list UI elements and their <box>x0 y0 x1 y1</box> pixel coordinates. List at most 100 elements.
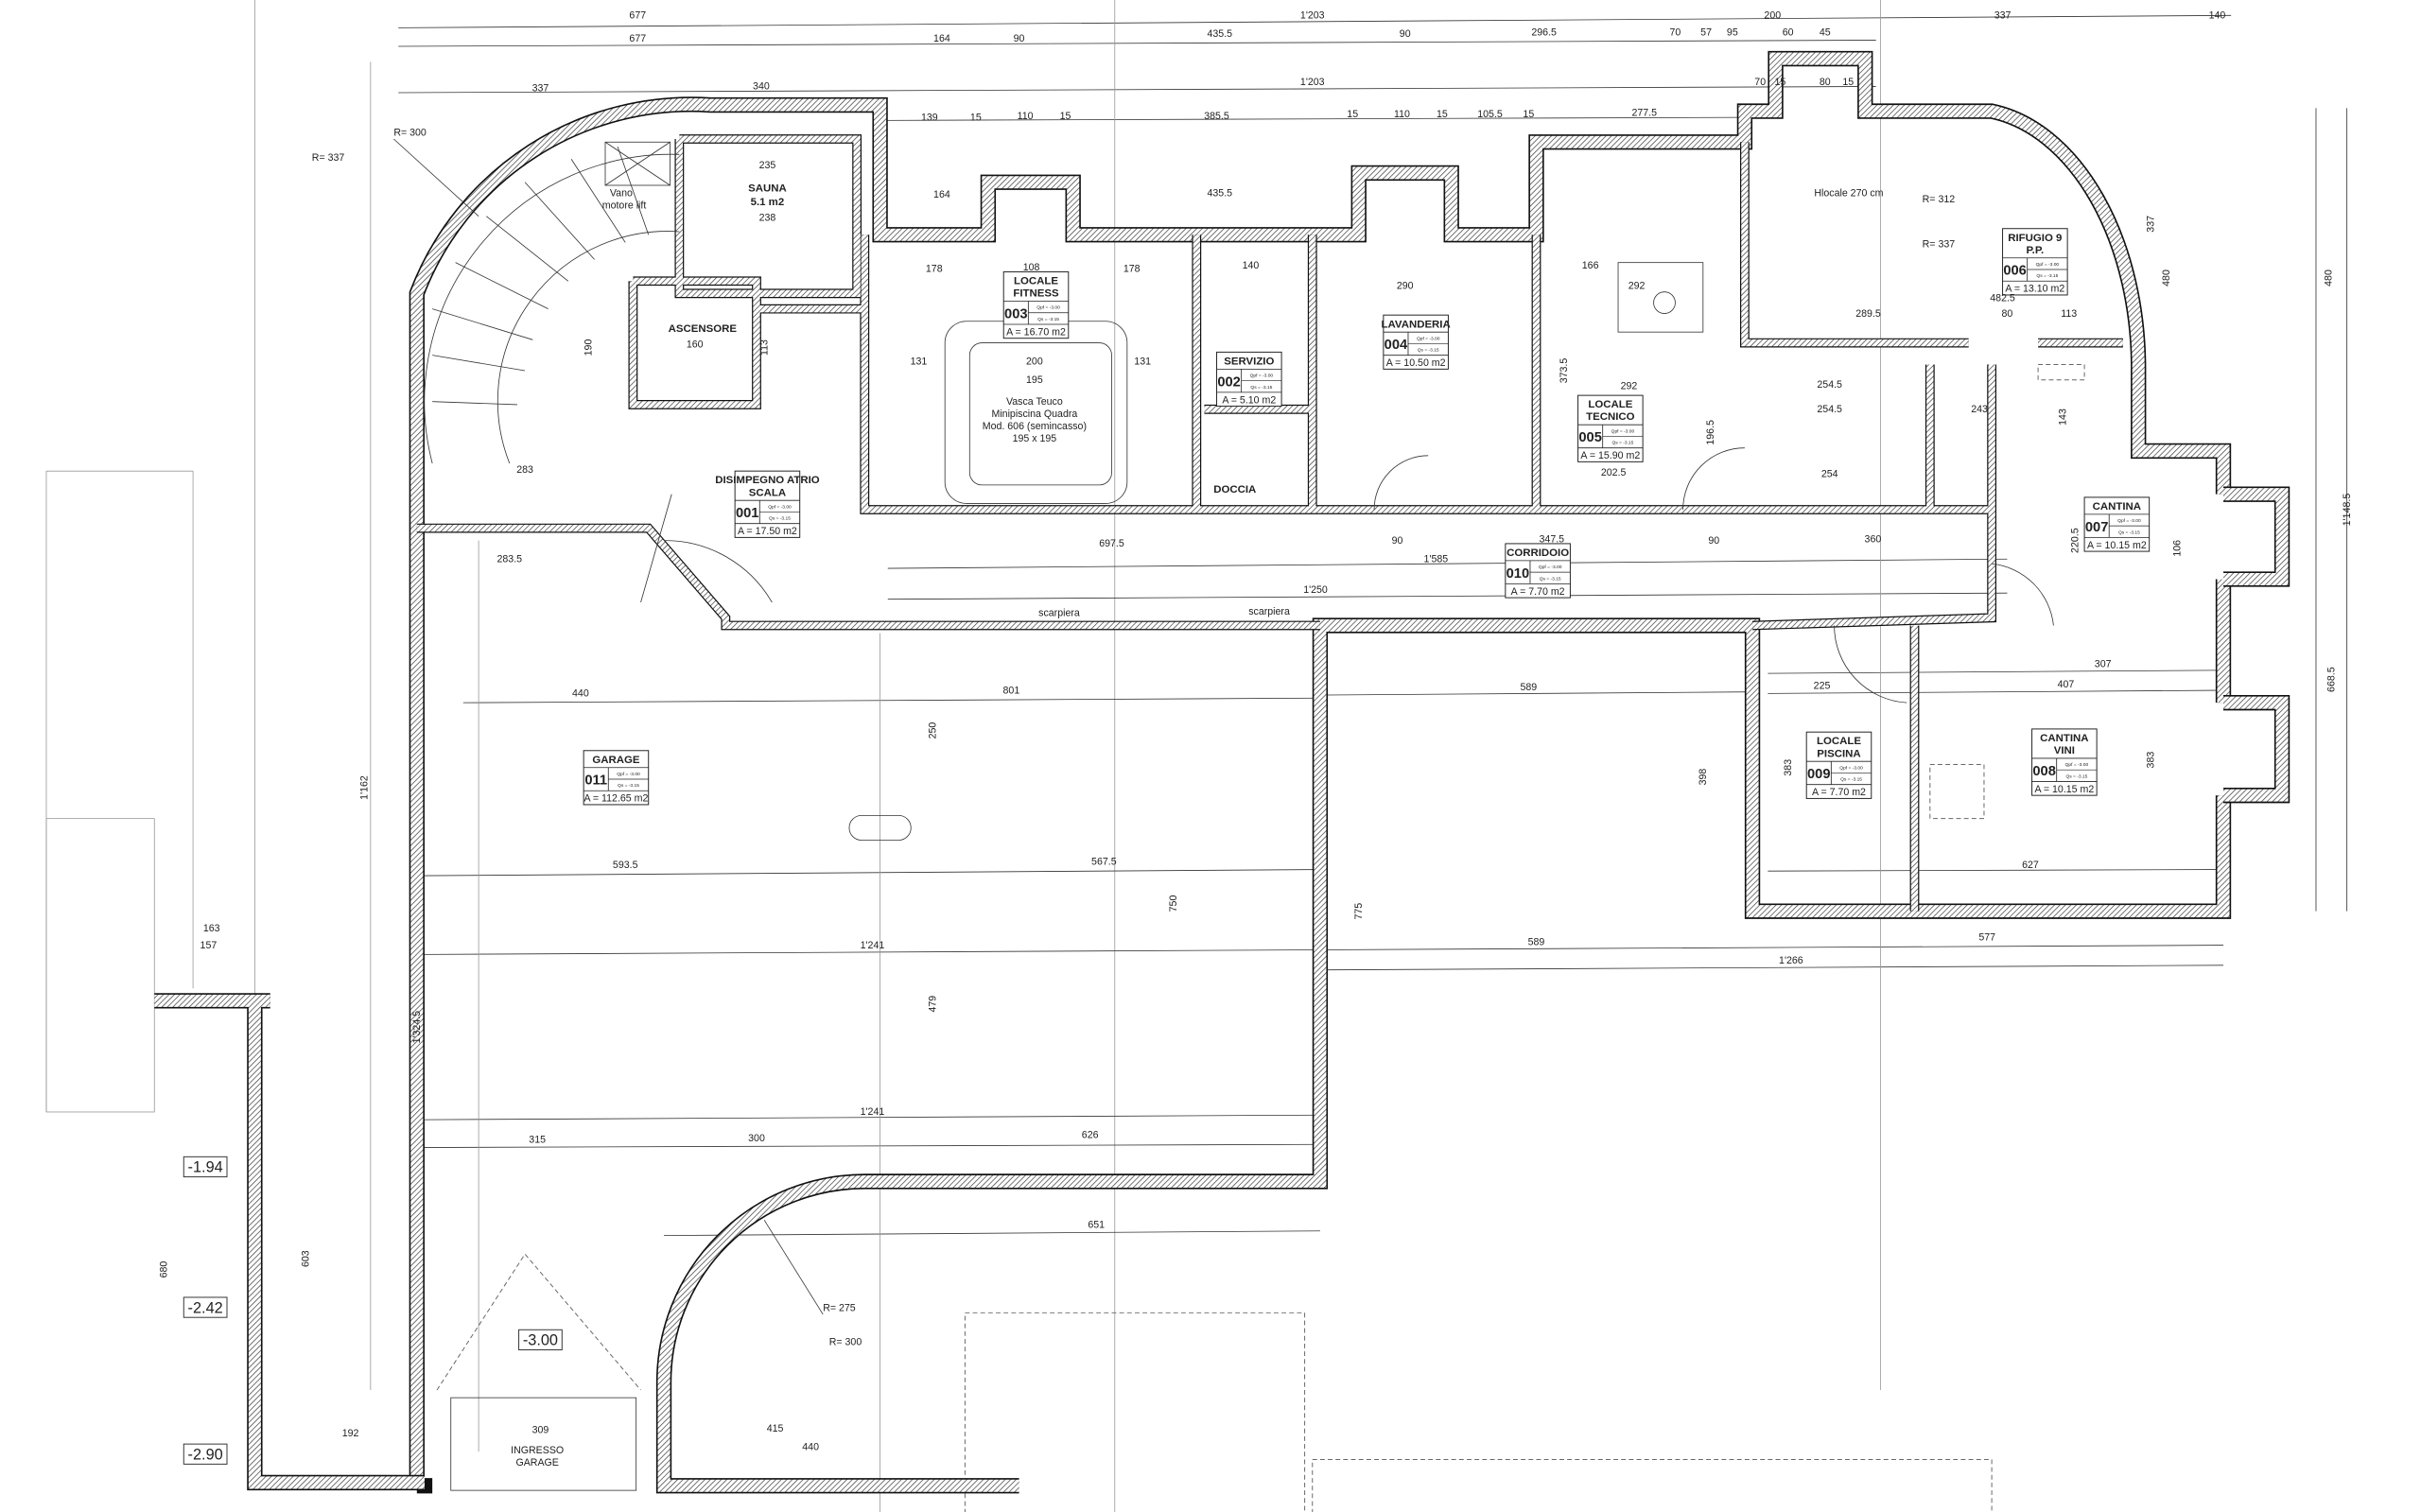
dimension-label: 292 <box>1621 381 1638 392</box>
dimension-label: 1'148.5 <box>2342 494 2353 527</box>
dimension-label: 143 <box>2057 408 2068 426</box>
dimension-label: 482.5 <box>1990 292 2015 304</box>
dimension-label: 479 <box>927 996 938 1013</box>
dimension-label: 1'250 <box>1303 584 1328 596</box>
dimension-label: 440 <box>802 1442 819 1453</box>
dimension-label: 373.5 <box>1559 358 1570 384</box>
dimension-label: 296.5 <box>1531 27 1557 39</box>
dimension-label: 225 <box>1814 680 1831 691</box>
room-area: A = 7.70 m2 <box>1812 787 1866 798</box>
room-qpf: Qpf = -3.00 <box>2036 262 2060 268</box>
room-qpf: Qpf = -3.00 <box>1417 336 1440 341</box>
dimension-label: 15 <box>1437 109 1448 120</box>
room-area: A = 10.50 m2 <box>1386 357 1446 369</box>
pool-label-2: Minipiscina Quadra <box>991 408 1077 420</box>
dimension-label: 140 <box>2209 10 2226 22</box>
elevation-markers: -1.94-2.42-2.90-3.00 <box>183 1156 563 1465</box>
dimension-label: 106 <box>2171 540 2183 557</box>
room-code: 003 <box>1004 306 1028 322</box>
dimension-label: 315 <box>529 1135 546 1146</box>
dimension-label: 567.5 <box>1091 857 1117 868</box>
dimension-label: 238 <box>759 213 776 224</box>
dimension-label: 309 <box>532 1425 549 1436</box>
room-qpf: Qpf = -3.00 <box>1611 428 1635 434</box>
dimension-label: 680 <box>158 1261 169 1278</box>
dimension-label: 480 <box>2323 269 2334 287</box>
dimension-label: 589 <box>1528 937 1545 948</box>
doccia-label: DOCCIA <box>1213 484 1256 495</box>
scarpiera-label: scarpiera <box>1038 608 1080 619</box>
dimension-label: 15 <box>1347 109 1358 120</box>
elevation-marker: -2.90 <box>183 1443 228 1465</box>
room-code: 011 <box>584 773 607 789</box>
dimension-label: 15 <box>1523 109 1534 120</box>
dimension-label: 178 <box>1123 263 1141 274</box>
dimension-label: 202.5 <box>1601 467 1627 478</box>
dimension-label: 235 <box>759 160 776 171</box>
dimension-label: 164 <box>933 189 950 200</box>
room-name: FITNESS <box>1013 288 1059 300</box>
dimension-label: 337 <box>532 82 549 94</box>
room-code: 008 <box>2032 764 2056 779</box>
radius-label: R= 275 <box>823 1303 856 1314</box>
dimension-label: 292 <box>1629 280 1646 291</box>
room-qs: Qs = -3.15 <box>1540 576 1561 582</box>
room-qs: Qs = -3.15 <box>1418 348 1439 354</box>
dimension-label: 1'324.5 <box>411 1011 423 1044</box>
room-area: A = 5.10 m2 <box>1222 394 1276 406</box>
pool-label-3: Mod. 606 (semincasso) <box>983 421 1087 432</box>
dimension-label: 90 <box>1708 535 1719 547</box>
room-name: SCALA <box>749 487 786 498</box>
dimension-label: 254 <box>1821 469 1838 480</box>
room-area: A = 13.10 m2 <box>2005 284 2064 295</box>
room-code: 002 <box>1217 374 1241 390</box>
dimension-label: 289.5 <box>1855 308 1881 320</box>
dimension-label: 70 <box>1670 27 1681 39</box>
dimension-label: 589 <box>1520 682 1537 693</box>
radius-label: R= 312 <box>1923 194 1956 205</box>
dimension-label: 15 <box>970 112 982 123</box>
dimension-label: 108 <box>1023 262 1040 273</box>
room-qs: Qs = -3.15 <box>769 516 791 522</box>
room-qpf: Qpf = -3.00 <box>617 772 640 777</box>
interior-walls <box>416 134 2123 912</box>
dimension-label: 1'203 <box>1300 10 1325 22</box>
dimension-label: 1'162 <box>359 775 371 800</box>
room-code: 010 <box>1507 566 1530 582</box>
dimension-label: 415 <box>767 1423 784 1434</box>
fixtures <box>436 262 2085 1491</box>
dimension-label: 166 <box>1582 260 1599 271</box>
dimension-label: 110 <box>1394 109 1410 120</box>
dimension-label: 190 <box>583 339 594 356</box>
elevation-value: -2.90 <box>188 1446 223 1463</box>
room-qs: Qs = -3.15 <box>2036 273 2058 279</box>
dimension-label: 105.5 <box>1477 109 1503 120</box>
room-name: CANTINA <box>2040 733 2088 744</box>
hlocale-label: Hlocale 270 cm <box>1814 187 1883 199</box>
radius-label: R= 337 <box>1923 238 1956 250</box>
dimension-label: 593.5 <box>613 860 638 871</box>
scarpiera-label-2: scarpiera <box>1248 606 1290 617</box>
dimension-label: 254.5 <box>1817 404 1842 415</box>
room-code: 001 <box>736 506 759 521</box>
dimension-label: 1'241 <box>861 1106 885 1118</box>
dimension-label: 157 <box>200 940 218 951</box>
dimension-label: 300 <box>748 1133 765 1144</box>
dimension-label: 15 <box>1775 77 1786 88</box>
room-code: 007 <box>2085 520 2109 535</box>
dimension-label: 164 <box>933 33 950 44</box>
dimension-label: 697.5 <box>1099 538 1124 549</box>
room-text: SAUNA 5.1 m2 ASCENSORE Vano motore lift … <box>312 128 1955 1469</box>
room-qs: Qs = -3.15 <box>1840 777 1862 783</box>
dimension-label: 1'241 <box>861 940 885 951</box>
dimension-label: 90 <box>1392 535 1403 547</box>
room-qs: Qs = -3.15 <box>1250 385 1272 391</box>
dimension-label: 110 <box>1018 111 1034 122</box>
dimension-label: 15 <box>1060 111 1071 122</box>
